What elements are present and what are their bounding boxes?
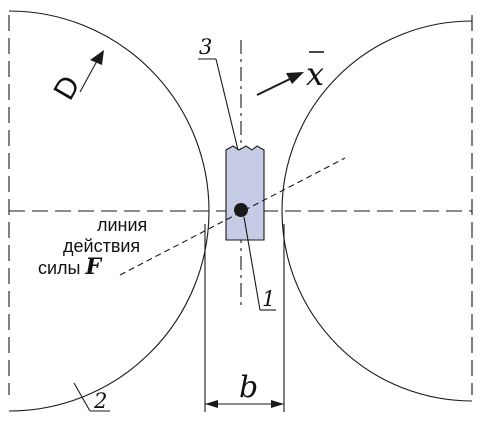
force-action-line — [119, 157, 346, 276]
diameter-label: D — [47, 70, 86, 105]
rod-leader-line — [215, 58, 239, 151]
roll-leader-line — [73, 382, 91, 412]
rod-number-label: 3 — [199, 35, 212, 59]
direction-axis-label: x — [306, 55, 324, 93]
force-caption-line-3: силы F — [38, 254, 103, 280]
force-caption-line-1: линия — [97, 215, 147, 235]
point-number-label: 1 — [262, 287, 275, 311]
force-symbol: F — [85, 254, 103, 280]
right-roll-arc — [281, 20, 473, 402]
dimension-b-arrow-left — [205, 400, 218, 408]
roll-number-label: 2 — [93, 389, 107, 413]
point-leader-line — [243, 216, 261, 311]
diameter-arrow — [90, 50, 104, 65]
force-caption-line-2: действия — [63, 236, 140, 256]
force-caption-prefix: силы — [38, 258, 86, 278]
contact-point — [234, 203, 248, 217]
workpiece-rod — [225, 145, 265, 241]
direction-arrow-line — [256, 77, 293, 96]
dimension-b-label: b — [239, 370, 258, 405]
direction-arrow-head — [286, 72, 304, 84]
dimension-b-arrow-right — [271, 400, 284, 408]
diameter-leader-line — [79, 60, 98, 93]
